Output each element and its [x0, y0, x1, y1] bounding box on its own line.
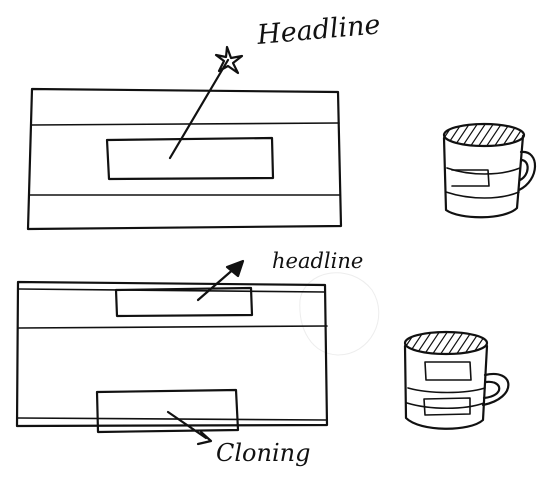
top-mug-icon — [436, 120, 536, 217]
top-headline-label: Headline — [255, 9, 382, 51]
top-mug-label — [452, 170, 489, 186]
bottom-panel-divider-bottom — [18, 418, 326, 420]
bottom-mug-icon — [398, 328, 508, 429]
top-panel-frame — [28, 89, 341, 229]
top-mug-rim — [444, 124, 524, 146]
top-headline-box — [107, 138, 273, 179]
top-mug-band — [446, 168, 520, 198]
bottom-panel-divider-lower — [19, 326, 327, 328]
bottom-panel: headline Cloning — [17, 249, 363, 467]
top-panel-divider-upper — [31, 123, 339, 125]
top-mug-body — [444, 136, 523, 217]
top-panel: Headline — [28, 9, 382, 229]
bottom-headline-label: headline — [272, 249, 363, 273]
bottom-mug-top-label — [425, 362, 471, 380]
bottom-mug-body — [405, 346, 487, 429]
bottom-mug-bottom-label — [424, 398, 470, 415]
bottom-panel-frame — [17, 282, 327, 426]
top-headline-arrow-line — [170, 60, 228, 158]
bottom-mug-handle — [483, 374, 508, 405]
bottom-headline-box — [116, 288, 252, 316]
bottom-cloning-label: Cloning — [216, 439, 310, 467]
